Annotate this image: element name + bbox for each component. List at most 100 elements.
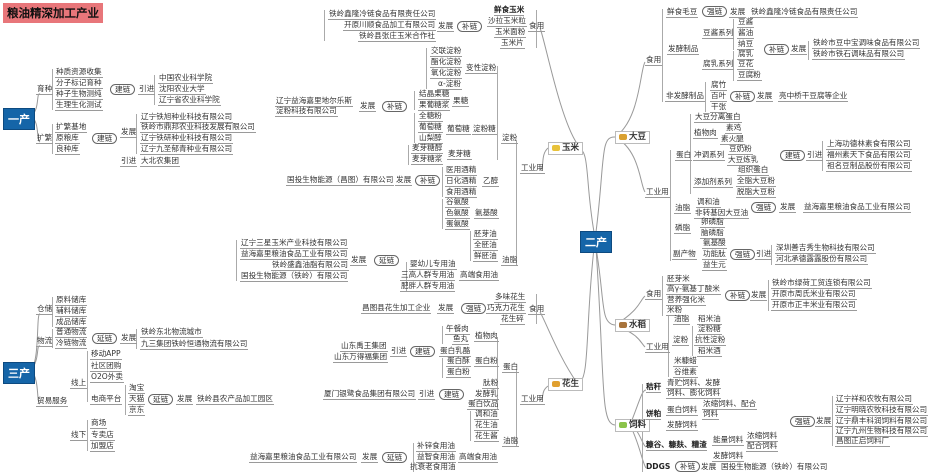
crop-corn[interactable]: 玉米 (548, 142, 584, 155)
branch-food: 食用 (528, 304, 546, 315)
leaf: 移动APP (90, 349, 122, 360)
bracket-line (690, 114, 691, 194)
chain-pill[interactable]: 补链 (764, 44, 790, 55)
action-label: 引进 (390, 346, 408, 357)
leaf: 蛋白乳酪 (439, 346, 472, 357)
leaf: 非转基因大豆油 (694, 208, 750, 219)
bracket-line (442, 167, 443, 197)
crop-feed[interactable]: 饲料 (615, 419, 651, 432)
branch: 淀粉 (501, 133, 519, 144)
branch: 果糖 (452, 96, 470, 107)
branch-offline: 线下 (70, 430, 88, 441)
branch: 副产物 (672, 249, 697, 260)
leaf: 功能肽 (702, 249, 727, 260)
chain-pill[interactable]: 强链 (730, 249, 756, 260)
leaf: 氧化淀粉 (430, 68, 463, 79)
chain-pill[interactable]: 补链 (457, 21, 483, 32)
leaf: 饲料、膨化饲料 (666, 388, 722, 399)
hub-primary[interactable]: 一产 (3, 108, 35, 130)
link-soy-industrial (614, 136, 646, 193)
leaf: 婴幼儿专用油 (409, 259, 457, 270)
link-hub-soybean (595, 136, 616, 233)
company: 厦门银鹭食品集团有限公司 (323, 389, 417, 400)
soybean-icon (619, 133, 627, 140)
bracket-line (516, 140, 517, 265)
chain-pill[interactable]: 建链 (439, 389, 465, 400)
company: 铁岭市鼎邦农业科技发展有限公司 (140, 122, 256, 133)
leaf: 发酵乳 (474, 389, 499, 400)
bracket-line (87, 351, 88, 402)
action-label: 发展 (350, 255, 368, 266)
chain-pill[interactable]: 补链 (382, 101, 408, 112)
bracket-line (52, 329, 53, 348)
leaf: 种质资源收集 (55, 67, 103, 78)
branch: 磷脂 (674, 223, 692, 234)
company: 益海嘉里粮油食品工业有限公司 (249, 452, 358, 463)
leaf: 普通物流 (55, 327, 88, 338)
leaf: 豆腐粉 (737, 70, 762, 81)
chain-pill[interactable]: 建链 (780, 150, 806, 161)
leaf: 全脂大豆粉 (736, 176, 776, 187)
bracket-line (136, 329, 137, 349)
company: 福州素天下食品有限公司 (826, 150, 912, 161)
leaf: 三高人群专用油 (400, 270, 456, 281)
chain-pill[interactable]: 延链 (374, 255, 400, 266)
action-label: 引进 (418, 389, 436, 400)
leaf: O2O外卖 (90, 372, 124, 383)
hub-secondary[interactable]: 二产 (580, 231, 612, 253)
bracket-line (52, 124, 53, 154)
chain-pill[interactable]: 补链 (415, 175, 441, 186)
chain-pill[interactable]: 强链 (790, 416, 816, 427)
chain-pill[interactable]: 建链 (110, 84, 136, 95)
chain-pill[interactable]: 延链 (382, 452, 408, 463)
crop-label: 花生 (562, 379, 580, 389)
action-label: 发展 (701, 462, 717, 471)
chain-pill[interactable]: 延链 (148, 394, 174, 405)
leaf: 种子生物测纯 (55, 89, 103, 100)
leaf: 蛋白饮品 (467, 399, 500, 410)
bracket-line (516, 370, 517, 446)
chain-pill[interactable]: 强链 (751, 202, 777, 213)
leaf: 麦芽糖浆 (411, 154, 444, 165)
leaf: 米粉 (666, 305, 684, 316)
link-tertiary (30, 313, 41, 405)
chain-pill[interactable]: 强链 (702, 6, 728, 17)
leaf: 沙拉玉米粒 (487, 16, 527, 27)
hub-tertiary[interactable]: 三产 (3, 362, 35, 384)
crop-soybean[interactable]: 大豆 (615, 131, 651, 144)
leaf: 日化酒精 (445, 176, 478, 187)
chain-pill[interactable]: 延链 (92, 333, 118, 344)
leaf: 午餐肉 (445, 324, 470, 335)
branch: 高端食用油 (458, 452, 498, 463)
branch-food: 食用 (645, 289, 663, 300)
branch-logistics: 物流 (36, 336, 54, 347)
bracket-line (733, 51, 734, 81)
chain-pill[interactable]: 建链 (410, 346, 436, 357)
branch-industrial: 工业用 (645, 187, 670, 198)
link-hub-rice (595, 247, 616, 326)
branch: 植物肉 (693, 128, 718, 139)
company: 铁岭市绿荷工贸连锁有限公司 (771, 278, 872, 289)
company: 昌图县花生加工企业 (361, 303, 432, 314)
chain-pill[interactable]: 强链 (461, 303, 487, 314)
leaf: 豆花 (737, 59, 755, 70)
leaf: 豆奶粉 (728, 144, 753, 155)
chain-pill[interactable]: 补链 (730, 91, 756, 102)
leaf: 京东 (128, 405, 146, 416)
chain-pill[interactable]: 建链 (92, 133, 118, 144)
crop-peanut[interactable]: 花生 (548, 378, 584, 391)
chain-pill[interactable]: 补链 (725, 290, 751, 301)
company: 九三集团铁岭恒通物流有限公司 (140, 339, 249, 350)
chain-pill[interactable]: 补链 (675, 461, 701, 472)
action-label: 发展 (437, 21, 455, 32)
crop-label: 饲料 (629, 420, 647, 430)
crop-label: 玉米 (562, 143, 580, 153)
link-corn-food (539, 27, 579, 146)
company: 辽宁祥和农牧有限公司 (835, 394, 913, 405)
action-label: 发展 (815, 416, 833, 427)
crop-rice[interactable]: 水稻 (615, 319, 651, 332)
leaf: 鱼丸 (452, 334, 470, 345)
leaf: 果葡糖浆 (418, 100, 451, 111)
leaf: 葡萄糖 (418, 122, 443, 133)
leaf: 青贮饲料、发酵 (666, 378, 722, 389)
